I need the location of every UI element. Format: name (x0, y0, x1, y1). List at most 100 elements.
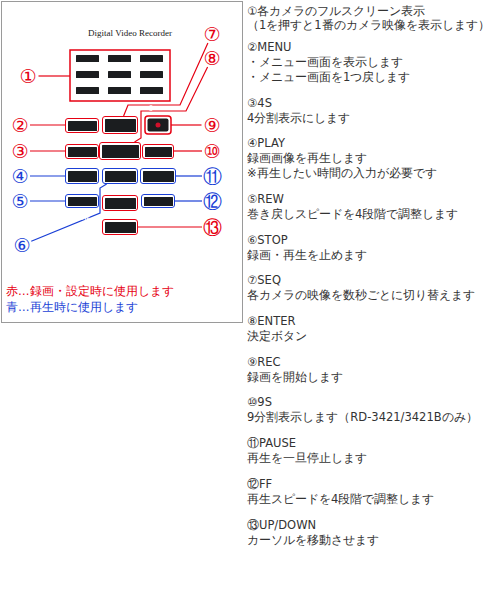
leader-line (30, 175, 65, 176)
function-heading: ⑦SEQ (247, 273, 281, 287)
leader-line (39, 75, 71, 76)
callout-number: ⑫ (202, 191, 222, 211)
ff-button: FF (141, 194, 175, 208)
button-label: 8 (106, 105, 132, 113)
callout-number: ② (11, 116, 28, 135)
up-button: UP (102, 195, 138, 211)
rec-button (148, 119, 169, 132)
callout-number: ⑬ (202, 217, 222, 237)
leader-line (138, 226, 202, 227)
function-note: 再生を一旦停止します (247, 451, 367, 465)
callout-number: ⑦ (203, 25, 220, 44)
callout-number: ⑦ (202, 24, 222, 44)
callout-number: ⑨ (203, 116, 220, 135)
number-key: 9 (137, 84, 165, 96)
function-note: 決定ボタン (247, 329, 307, 343)
keypad-highlight (70, 50, 170, 101)
callout-number: ① (18, 66, 38, 86)
function-heading: ⑩9S (247, 395, 272, 409)
callout-number: ⑥ (13, 236, 30, 255)
callout-number: ⑩ (202, 141, 222, 161)
number-key: 2 (105, 52, 133, 64)
function-heading: ⑫FF (247, 477, 272, 491)
function-heading: ⑨REC (247, 355, 281, 369)
callout-number: ① (19, 67, 36, 86)
callout-number: ⑪ (202, 166, 222, 186)
split9-button: 9S (142, 144, 174, 159)
callout-number: ⑧ (203, 49, 220, 68)
function-note: ・メニュー画面を表示します (247, 55, 403, 69)
button-label: FF (142, 215, 174, 222)
function-note: ※再生したい時間の入力が必要です (247, 166, 437, 180)
rec-highlight (145, 116, 171, 134)
leader-line (30, 150, 65, 151)
number-key: 6 (137, 68, 165, 80)
callout-number: ⑩ (203, 142, 220, 161)
function-note: 再生スピードを4段階で調整します (247, 492, 434, 506)
seq-button: SEQ (102, 116, 138, 134)
leader-line (30, 124, 65, 125)
function-note: 録画・再生を止めます (247, 248, 367, 262)
leader-line (31, 184, 106, 241)
split4-button: 4S (65, 144, 99, 159)
pause-button: PAUSE (140, 168, 176, 184)
callout-number: ⑤ (11, 192, 28, 211)
number-key: 5 (105, 68, 133, 80)
callout-number: ⑪ (203, 167, 222, 186)
play-button: PLAY (65, 168, 99, 184)
button-label: 7 (74, 105, 100, 113)
leader-line (176, 175, 202, 176)
number-key: 3 (137, 52, 165, 64)
function-note: 9分割表示します（RD-3421/3421Bのみ） (247, 410, 478, 424)
function-heading: ⑪PAUSE (247, 436, 296, 450)
function-heading: ⑥STOP (247, 233, 288, 247)
leader-line (174, 150, 202, 151)
function-note: 巻き戻しスピードを4段階で調整します (247, 207, 458, 221)
leader-line (135, 67, 208, 142)
rec-dot (156, 123, 161, 128)
number-key: 1 (73, 52, 101, 64)
legend-note: 青…再生時に使用します (6, 300, 138, 314)
function-note: ・メニュー画面を1つ戻します (247, 70, 410, 84)
enter-button: ENTER (99, 142, 141, 160)
rew-button: REW (65, 194, 99, 208)
button-label: 9 (138, 105, 164, 113)
function-heading: ②MENU (247, 40, 292, 54)
function-heading: ⑤REW (247, 192, 284, 206)
number-key: 8 (105, 84, 133, 96)
callout-number: ④ (10, 166, 30, 186)
function-note: 録画画像を再生します (247, 151, 367, 165)
leader-line (30, 200, 65, 201)
leader-line (175, 200, 202, 201)
button-label: DOWN (103, 240, 137, 247)
number-key: 4 (73, 68, 101, 80)
function-heading: ⑬UP/DOWN (247, 518, 316, 532)
function-note: 録画を開始します (247, 370, 343, 384)
function-heading: ③4S (247, 96, 272, 110)
callout-number: ⑤ (10, 191, 30, 211)
panel-frame (2, 2, 243, 323)
number-key: 7 (73, 84, 101, 96)
callout-number: ② (10, 115, 30, 135)
callout-number: ⑥ (12, 235, 32, 255)
legend-note: 赤…録画・設定時に使用します (6, 284, 174, 298)
callout-number: ⑨ (202, 115, 222, 135)
stop-button: STOP (102, 168, 138, 184)
leader-line (124, 43, 208, 116)
callout-number: ③ (10, 141, 30, 161)
button-label: REW (66, 215, 98, 222)
callout-number: ⑬ (203, 218, 222, 237)
function-note: （1を押すと1番のカメラ映像を表示します） (247, 18, 490, 32)
device-name: Digital Video Recorder (62, 28, 198, 38)
function-heading: ①各カメラのフルスクリーン表示 (247, 4, 425, 18)
down-button: DOWN (102, 219, 138, 235)
leader-line (171, 124, 202, 125)
function-heading: ⑧ENTER (247, 314, 295, 328)
callout-number: ⑫ (203, 192, 222, 211)
callout-number: ⑧ (202, 48, 222, 68)
callout-number: ④ (11, 167, 28, 186)
menu-button: MENU (65, 118, 99, 133)
remote-body-shape (62, 8, 198, 278)
remote-body: 123456789MENUSEQ4SENTER9SPLAYSTOPPAUSERE… (62, 8, 198, 278)
